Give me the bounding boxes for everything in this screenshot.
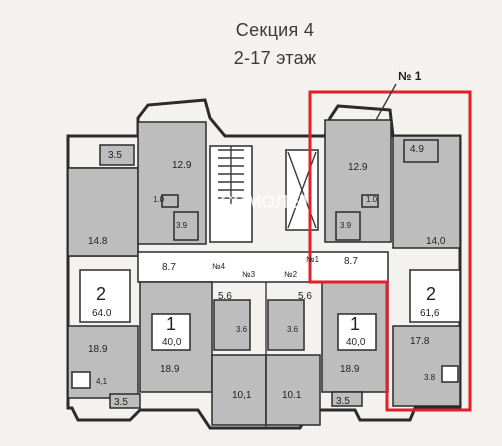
- hall-label-1: №1: [306, 255, 320, 264]
- area-18-9-right: 18.9: [340, 364, 360, 375]
- stair-steps: [218, 146, 244, 205]
- balcony-top-right: [403, 139, 439, 163]
- area-10-1-right: 10.1: [282, 390, 302, 401]
- floors-subtitle: 2-17 этаж: [233, 48, 317, 68]
- area-40-0-right: 40,0: [346, 337, 366, 348]
- area-17-8: 17.8: [410, 336, 430, 347]
- area-12-9-left: 12.9: [172, 160, 192, 171]
- area-10-1-left: 10,1: [232, 390, 252, 401]
- room-1-0-right: [361, 194, 379, 208]
- hall-label-4: №4: [212, 262, 226, 271]
- area-12-9-right: 12.9: [348, 162, 368, 173]
- area-3-5-bottom-left: 3.5: [114, 397, 128, 408]
- area-14-0: 14,0: [426, 236, 446, 247]
- area-5-6-left: 5.6: [218, 291, 232, 302]
- area-3-6-left: 3.6: [236, 325, 248, 334]
- bath-left: [71, 371, 91, 389]
- elevator-shaft: [285, 149, 319, 231]
- apt-1-left-box: [151, 313, 191, 351]
- area-1-0-right: 1.0: [366, 195, 378, 204]
- area-18-9-left: 18.9: [88, 344, 108, 355]
- area-3-8: 3.8: [424, 373, 436, 382]
- apt-2-right-box: [409, 269, 461, 323]
- apt-1-left-hall: [213, 299, 251, 351]
- area-4-1: 4,1: [96, 377, 108, 386]
- bath-right: [441, 365, 459, 383]
- apt-2-left-box: [79, 269, 131, 323]
- apt-left-rooms: 2: [96, 284, 106, 304]
- area-8-7-left: 8.7: [162, 262, 176, 273]
- area-3-9-left: 3.9: [176, 221, 188, 230]
- kitchen-left: [211, 354, 267, 426]
- area-3-5-top: 3.5: [108, 150, 122, 161]
- area-5-6-right: 5.6: [298, 291, 312, 302]
- apt-right-rooms: 2: [426, 284, 436, 304]
- marker-pointer: [375, 83, 397, 121]
- area-3-9-right: 3.9: [340, 221, 352, 230]
- area-18-9-mid: 18.9: [160, 364, 180, 375]
- area-14-8: 14.8: [88, 236, 108, 247]
- apt-right-small-rooms: 1: [350, 314, 360, 334]
- area-61-6: 61,6: [420, 308, 440, 319]
- area-8-7-right: 8.7: [344, 256, 358, 267]
- room-1-0-left: [161, 194, 179, 208]
- room-14-8-shade: [67, 167, 139, 257]
- area-4-9: 4.9: [410, 144, 424, 155]
- corridor: [137, 251, 389, 283]
- section-title: Секция 4: [235, 20, 315, 40]
- hall-label-3: №3: [242, 270, 256, 279]
- apt-1-right-hall: [267, 299, 305, 351]
- area-40-0-left: 40,0: [162, 337, 182, 348]
- kitchen-right: [265, 354, 321, 426]
- area-3-5-bottom-right: 3.5: [336, 396, 350, 407]
- room-3-9-right: [335, 211, 361, 241]
- balcony-bottom-right: [331, 391, 363, 407]
- selected-apartment-outline: [308, 90, 472, 412]
- watermark-text: СОМОЛЕТ: [220, 192, 311, 212]
- apt-1-right-box: [337, 313, 377, 351]
- room-3-9-left: [173, 211, 199, 241]
- area-1-0-left: 1.0: [153, 195, 165, 204]
- apartment-number-marker: № 1: [398, 69, 422, 83]
- area-64-0: 64.0: [92, 308, 112, 319]
- hall-label-2: №2: [284, 270, 298, 279]
- apt-left-small-rooms: 1: [166, 314, 176, 334]
- balcony-bottom-left: [109, 393, 141, 409]
- building-outline: [66, 98, 462, 430]
- area-3-6-right: 3.6: [287, 325, 299, 334]
- balcony-top-left: [99, 144, 135, 166]
